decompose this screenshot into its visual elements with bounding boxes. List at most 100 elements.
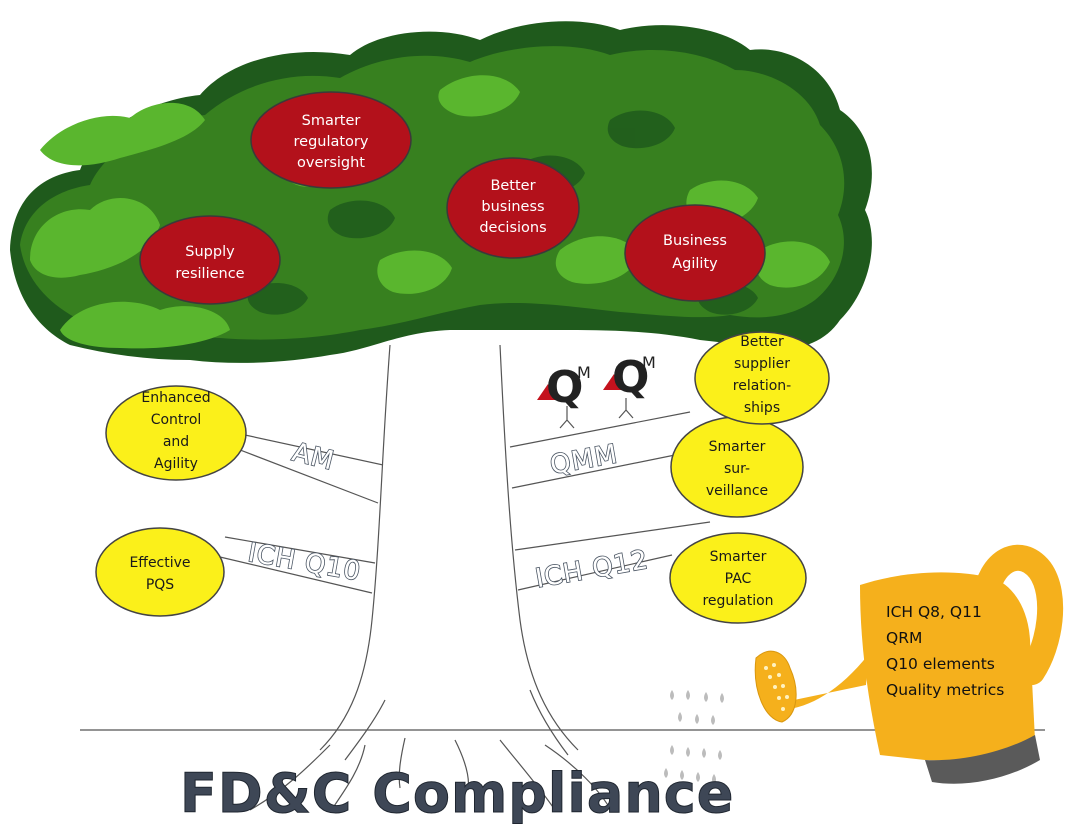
outcome-smarter-pac-regulation: Smarter PAC regulation — [669, 532, 807, 624]
outcome-line: Better — [740, 334, 784, 350]
goal-supply-resilience: Supply resilience — [139, 215, 281, 305]
goal-line: oversight — [297, 155, 365, 171]
qm-logos: Q M Q M — [537, 352, 656, 429]
water-drop-icon — [720, 693, 724, 703]
water-drop-icon — [696, 772, 700, 782]
outcome-line: Smarter — [709, 439, 766, 455]
qm-logo-superscript: M — [642, 353, 656, 372]
water-drop-icon — [680, 770, 684, 780]
can-line: QRM — [886, 629, 922, 647]
qm-logo-letter: Q — [546, 362, 583, 413]
tree-trunk — [319, 344, 579, 761]
outcome-enhanced-control-and-agility: Enhanced Control and Agility — [105, 385, 247, 481]
branch-am-lower — [234, 447, 379, 504]
goal-line: Supply — [185, 244, 235, 260]
label-am: AM — [289, 437, 337, 476]
outcome-line: PQS — [146, 577, 174, 593]
goal-line: regulatory — [294, 134, 369, 150]
goal-line: Better — [490, 178, 535, 194]
water-drop-icon — [686, 747, 690, 757]
water-drop-icon — [670, 745, 674, 755]
trunk-right-edge — [499, 344, 579, 751]
root-3 — [398, 737, 406, 789]
water-drop-icon — [711, 715, 715, 725]
watering-can-handle — [972, 544, 1064, 685]
water-drop-icon — [712, 774, 716, 784]
label-ich-q12: ICH Q12 — [533, 545, 651, 594]
water-drop-icon — [664, 768, 668, 778]
canopy-goals: Smarter regulatory oversight Better busi… — [139, 91, 766, 305]
branch-am-upper — [244, 434, 384, 466]
page-title: FD&C Compliance — [180, 762, 734, 825]
outcome-line: supplier — [734, 356, 790, 372]
watering-can-body — [860, 572, 1035, 761]
trunk-left-edge — [319, 344, 391, 751]
water-drop-icon — [678, 712, 682, 722]
trunk-inner-line-2 — [529, 689, 569, 756]
water-drop-icon — [718, 750, 722, 760]
goal-line: Agility — [672, 256, 718, 272]
root-6 — [544, 744, 613, 813]
root-1 — [249, 744, 331, 811]
label-qmm: QMM — [548, 439, 621, 480]
branch-q12-upper — [514, 521, 711, 551]
label-ich-q10: ICH Q10 — [246, 538, 364, 587]
outcome-line: PAC — [725, 571, 752, 587]
water-drop-icon — [704, 692, 708, 702]
outcome-line: Smarter — [710, 549, 767, 565]
root-5 — [499, 739, 556, 811]
outcome-line: Effective — [129, 555, 190, 571]
root-2 — [329, 744, 366, 813]
qm-logo-superscript: M — [577, 363, 591, 382]
goal-line: decisions — [479, 220, 546, 236]
goal-smarter-regulatory-oversight: Smarter regulatory oversight — [250, 91, 412, 189]
outcome-smarter-surveillance: Smarter sur- veillance — [670, 416, 804, 518]
qm-logo-stem-icon — [559, 406, 575, 429]
goal-line: business — [481, 199, 544, 215]
outcome-better-supplier-relationships: Better supplier relation- ships — [694, 331, 830, 425]
watering-can-base — [925, 735, 1040, 784]
branch-q10-lower — [219, 556, 373, 594]
water-drop-icon — [702, 748, 706, 758]
water-drops — [664, 690, 724, 784]
qm-logo-red-triangle-icon — [603, 374, 622, 390]
goal-better-business-decisions: Better business decisions — [446, 157, 580, 259]
goal-line: resilience — [175, 266, 244, 282]
outcome-line: regulation — [702, 593, 773, 609]
goal-line: Business — [663, 233, 727, 249]
watering-can-rose-holes — [764, 663, 789, 711]
outcome-line: relation- — [733, 378, 791, 394]
can-line: Q10 elements — [886, 655, 995, 673]
water-drop-icon — [695, 714, 699, 724]
root-4 — [454, 739, 470, 791]
qm-logo-stem-icon — [618, 398, 634, 419]
watering-can: ICH Q8, Q11 QRM Q10 elements Quality met… — [754, 544, 1064, 784]
qm-logo-red-triangle-icon — [537, 384, 556, 400]
branch-outcomes: Enhanced Control and Agility Effective P… — [95, 331, 830, 624]
can-line: ICH Q8, Q11 — [886, 603, 982, 621]
outcome-line: Agility — [154, 456, 198, 472]
branch-labels: AM ICH Q10 QMM ICH Q12 — [245, 437, 652, 595]
outcome-line: Enhanced — [141, 390, 210, 406]
water-drop-icon — [670, 690, 674, 700]
can-line: Quality metrics — [886, 681, 1004, 699]
outcome-line: and — [163, 434, 189, 450]
outcome-line: veillance — [706, 483, 768, 499]
branch-q12-lower — [517, 554, 673, 591]
water-drop-icon — [686, 690, 690, 700]
qm-logo-right: Q M — [603, 352, 656, 419]
branch-qmm-upper — [509, 411, 691, 448]
tree-canopy — [10, 21, 872, 363]
branch-q10-upper — [224, 536, 376, 564]
goal-line: Smarter — [302, 113, 361, 129]
outcome-line: Control — [151, 412, 202, 428]
branch-qmm-lower — [511, 454, 676, 489]
outcome-line: ships — [744, 400, 780, 416]
outcome-line: sur- — [724, 461, 750, 477]
tree-branches — [219, 411, 711, 594]
qm-logo-left: Q M — [537, 362, 591, 429]
goal-business-agility: Business Agility — [624, 204, 766, 302]
outcome-effective-pqs: Effective PQS — [95, 527, 225, 617]
qm-logo-letter: Q — [612, 352, 649, 403]
